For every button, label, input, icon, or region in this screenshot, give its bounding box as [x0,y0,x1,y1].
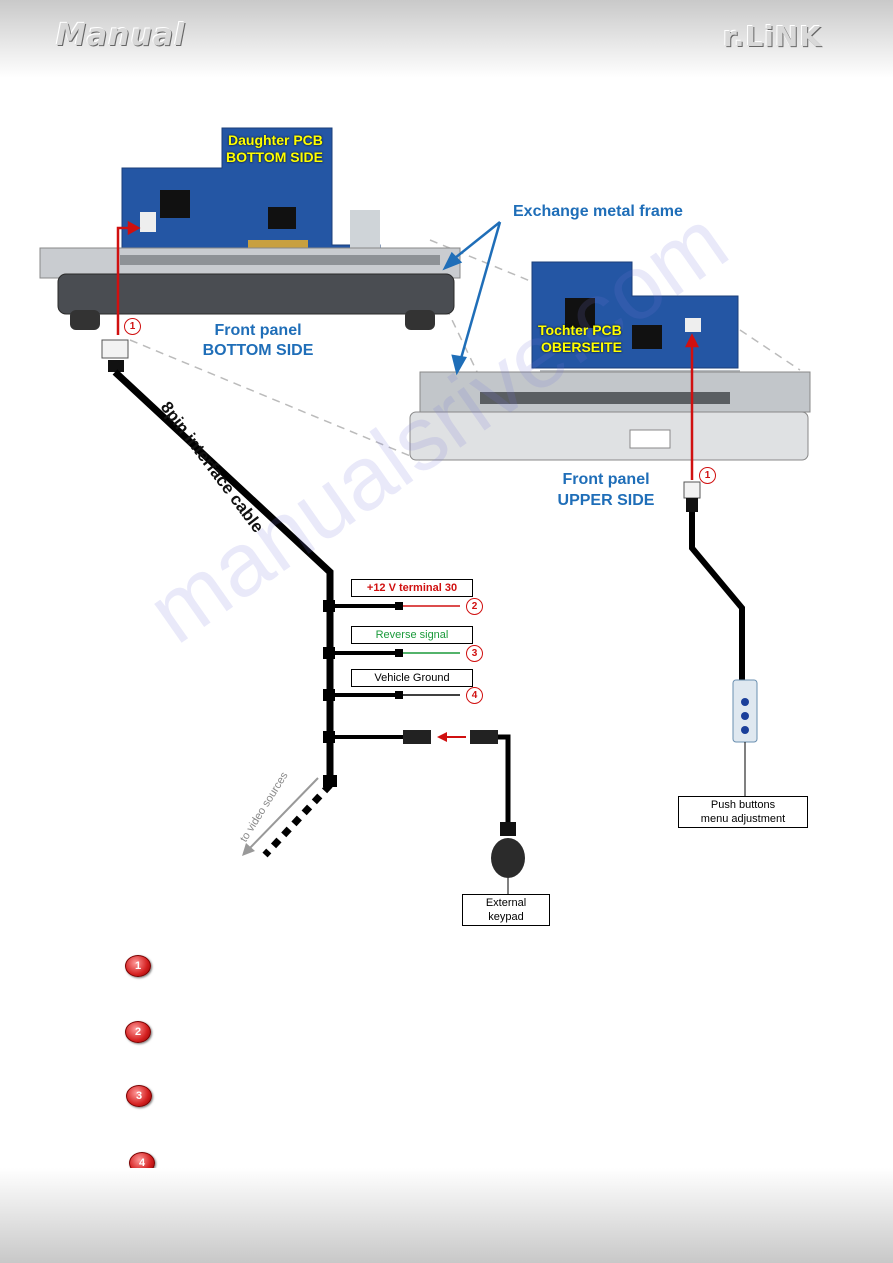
front-upper-label-1: Front panel [562,471,650,488]
daughter-pcb-label-2: BOTTOM SIDE [226,149,323,165]
brand-logo: r.LiNK [723,20,823,53]
keypad-line-1: External [485,897,527,909]
push-buttons-line-1: Push buttons [710,799,776,811]
header-band [0,0,893,78]
wire-label-ground: Vehicle Ground [351,669,473,687]
page-title: Manual [56,18,186,53]
connector-1-left: 1 [124,318,141,335]
daughter-pcb-label-1: Daughter PCB [228,132,323,148]
push-buttons-box: Push buttons menu adjustment [678,796,808,828]
front-bottom-label-2: BOTTOM SIDE [202,342,314,359]
exchange-frame-label: Exchange metal frame [513,203,683,220]
front-bottom-label-1: Front panel [214,322,302,339]
legend-badge-1: 1 [125,955,151,977]
legend-badge-3: 3 [126,1085,152,1107]
footer-band [0,1168,893,1263]
keypad-box: External keypad [462,894,550,926]
front-panel-bottom [39,247,461,330]
legend-badge-2: 2 [125,1021,151,1043]
keypad-line-2: keypad [488,911,524,923]
tochter-pcb-label-2: OBERSEITE [541,339,622,355]
front-panel-upper [409,371,811,461]
wire-num-2: 2 [466,598,483,615]
front-upper-label-2: UPPER SIDE [557,492,655,509]
wire-num-4: 4 [466,687,483,704]
push-buttons-line-2: menu adjustment [700,813,786,825]
wire-label-reverse: Reverse signal [351,626,473,644]
connector-1-right: 1 [699,467,716,484]
wire-num-3: 3 [466,645,483,662]
tochter-pcb-label-1: Tochter PCB [538,322,622,338]
wire-label-12v: +12 V terminal 30 [351,579,473,597]
